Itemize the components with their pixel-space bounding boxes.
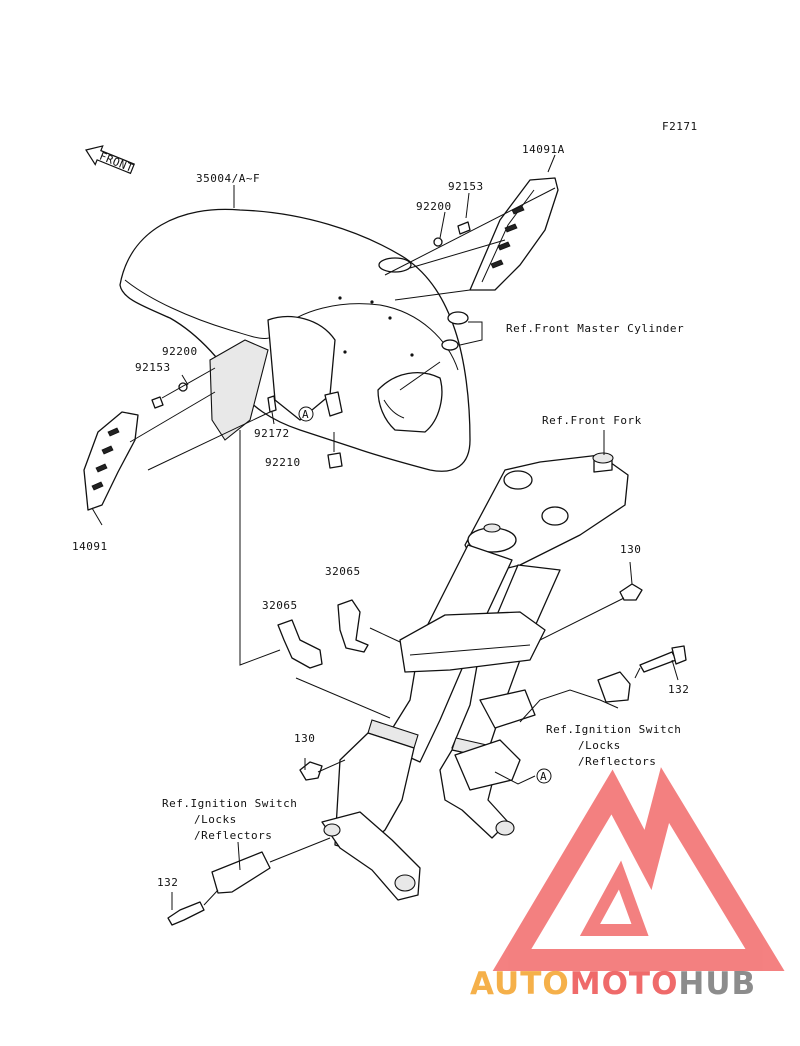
front-fender — [119, 208, 471, 472]
label-bolt-inner: 92172 — [254, 427, 290, 440]
ref-front-fork: Ref.Front Fork — [542, 414, 642, 427]
side-cover-right — [469, 177, 559, 291]
front-arrow-icon: FRONT — [85, 145, 135, 175]
logo-triangle-inner — [579, 860, 649, 936]
marker-a-upper: A — [298, 406, 314, 422]
ref-ignition-right-2: /Locks — [578, 739, 621, 752]
watermark-brand: AUTOMOTOHUB — [470, 966, 756, 1002]
svg-text:AUTOMOTOHUB: AUTOMOTOHUB — [470, 966, 756, 1002]
side-cover-left — [83, 411, 139, 511]
svg-text:A: A — [302, 408, 309, 421]
ref-ignition-right-3: /Reflectors — [578, 755, 656, 768]
marker-a-lower: A — [536, 768, 552, 784]
label-bolt-upper-right: 92153 — [448, 180, 484, 193]
label-cover-right: 14091A — [522, 143, 565, 156]
label-washer-upper-right: 92200 — [416, 200, 452, 213]
label-bolt-132-left: 132 — [157, 876, 178, 889]
front-fork — [321, 452, 629, 901]
label-cover-left: 14091 — [72, 540, 108, 553]
leader-lines — [91, 154, 679, 910]
brand-part-auto: AUTO — [470, 966, 570, 1002]
label-bolt-130-right: 130 — [620, 543, 641, 556]
label-bracket-upper: 32065 — [325, 565, 361, 578]
brand-part-moto: MOTO — [570, 966, 679, 1002]
ref-ignition-left-3: /Reflectors — [194, 829, 272, 842]
brackets — [277, 599, 369, 669]
ref-ignition-left-2: /Locks — [194, 813, 237, 826]
logo-triangle-outer — [492, 767, 785, 971]
label-fender: 35004/A~F — [196, 172, 260, 185]
watermark-logo — [492, 767, 785, 971]
svg-text:A: A — [540, 770, 547, 783]
brand-part-hub: HUB — [678, 966, 756, 1002]
ref-ignition-left-1: Ref.Ignition Switch — [162, 797, 297, 810]
label-clip: 92210 — [265, 456, 301, 469]
front-arrow-label: FRONT — [97, 150, 135, 175]
label-bracket-lower: 32065 — [262, 599, 298, 612]
label-bolt-left: 92153 — [135, 361, 171, 374]
label-bolt-132-right: 132 — [668, 683, 689, 696]
hardware-fender — [151, 221, 471, 469]
ref-ignition-right-1: Ref.Ignition Switch — [546, 723, 681, 736]
label-washer-left: 92200 — [162, 345, 198, 358]
label-bolt-130-left: 130 — [294, 732, 315, 745]
diagram-code: F2171 — [662, 120, 698, 133]
ref-master-cylinder: Ref.Front Master Cylinder — [506, 322, 684, 335]
